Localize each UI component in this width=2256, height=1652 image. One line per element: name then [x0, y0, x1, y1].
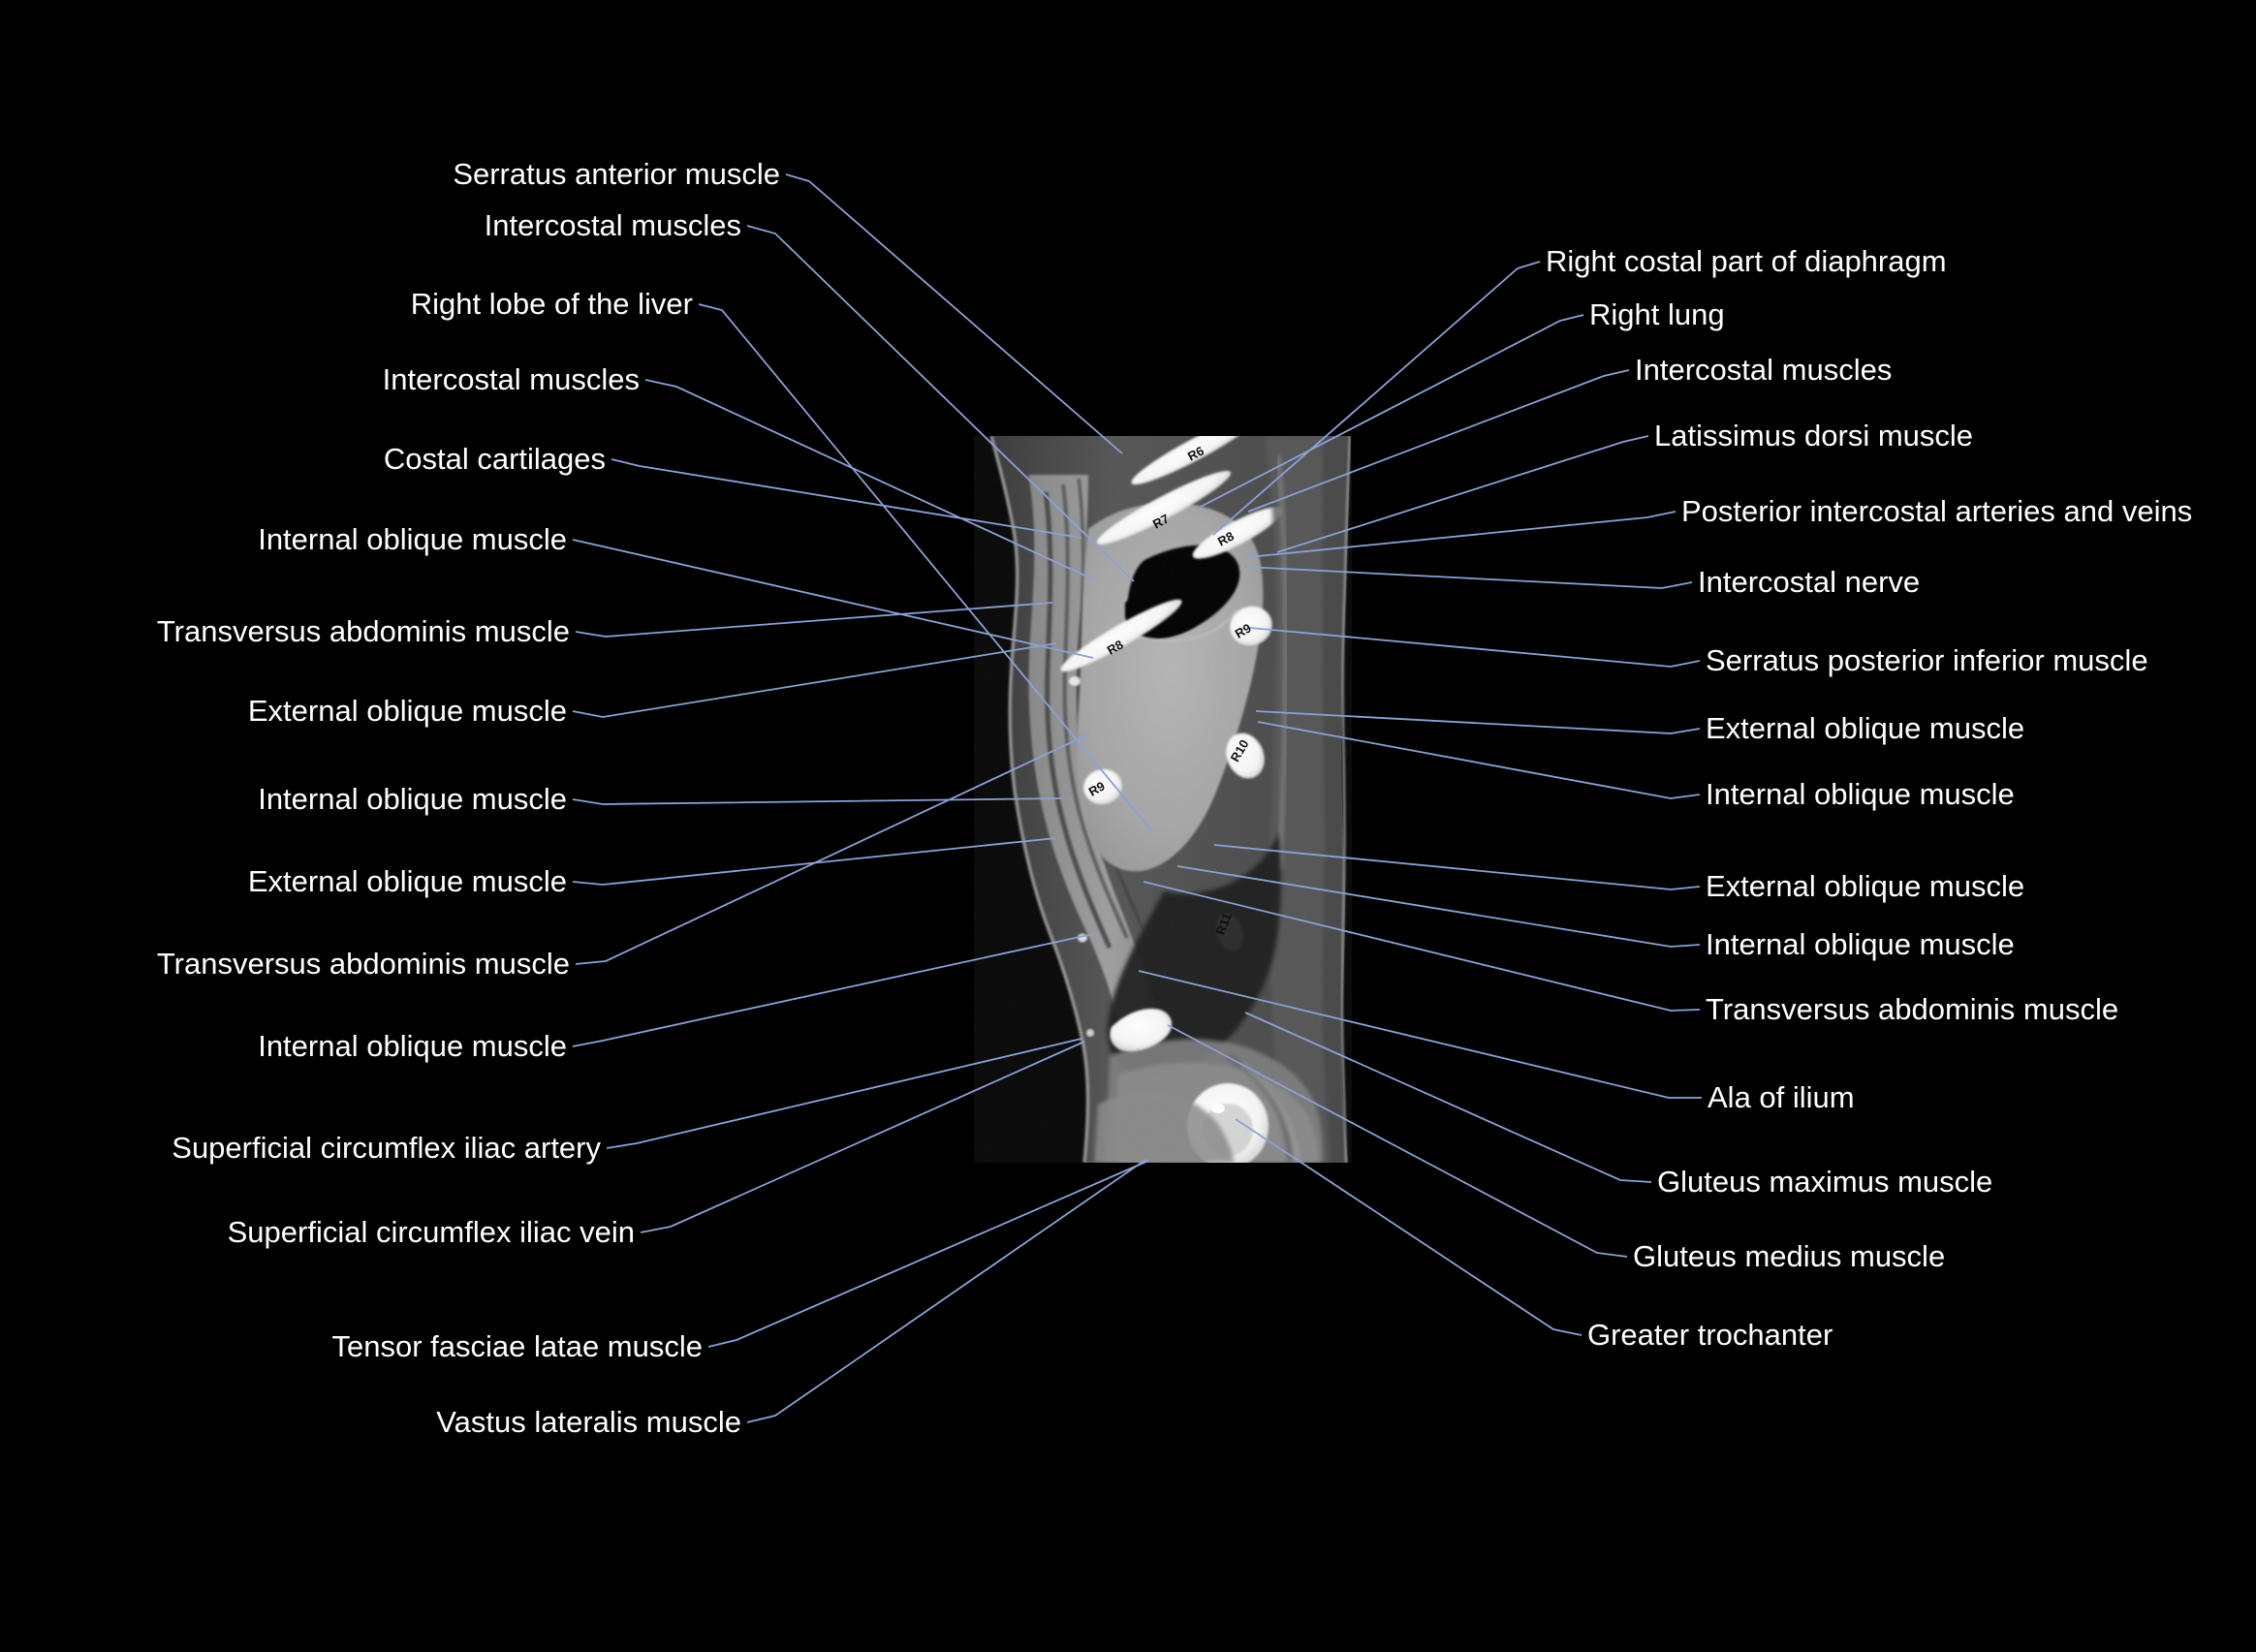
- label-right-costal-part-of-diaphragm: Right costal part of diaphragm: [1546, 244, 1947, 278]
- label-transversus-abdominis-muscle-r: Transversus abdominis muscle: [1706, 992, 2119, 1026]
- label-internal-oblique-muscle-l1: Internal oblique muscle: [258, 522, 567, 556]
- label-serratus-anterior-muscle: Serratus anterior muscle: [453, 157, 780, 191]
- label-gluteus-medius-muscle: Gluteus medius muscle: [1633, 1239, 1946, 1273]
- label-internal-oblique-muscle-l2: Internal oblique muscle: [258, 782, 567, 816]
- label-external-oblique-muscle-l1: External oblique muscle: [247, 694, 567, 728]
- label-internal-oblique-muscle-r2: Internal oblique muscle: [1706, 927, 2015, 961]
- leader-tensor-fasciae-latae-muscle: [707, 1160, 1149, 1348]
- label-posterior-intercostal-arteries-and-veins: Posterior intercostal arteries and veins: [1681, 494, 2193, 528]
- ct-noise-overlay: [974, 436, 1352, 1163]
- label-intercostal-muscles-1: Intercostal muscles: [484, 208, 741, 242]
- label-internal-oblique-muscle-r1: Internal oblique muscle: [1706, 777, 2015, 811]
- rib-tag-r9-4: R9: [1233, 620, 1254, 640]
- label-vastus-lateralis-muscle: Vastus lateralis muscle: [436, 1405, 741, 1439]
- label-transversus-abdominis-muscle-l2: Transversus abdominis muscle: [156, 947, 570, 981]
- label-internal-oblique-muscle-l3: Internal oblique muscle: [258, 1029, 567, 1063]
- label-greater-trochanter: Greater trochanter: [1587, 1318, 1833, 1352]
- label-external-oblique-muscle-r2: External oblique muscle: [1706, 869, 2025, 903]
- label-intercostal-nerve: Intercostal nerve: [1698, 565, 1921, 599]
- label-superficial-circumflex-iliac-artery: Superficial circumflex iliac artery: [172, 1131, 601, 1165]
- label-latissimus-dorsi-muscle: Latissimus dorsi muscle: [1654, 419, 1974, 452]
- label-superficial-circumflex-iliac-vein: Superficial circumflex iliac vein: [227, 1215, 635, 1249]
- leader-vastus-lateralis-muscle: [746, 1159, 1146, 1423]
- label-serratus-posterior-inferior-muscle: Serratus posterior inferior muscle: [1706, 643, 2148, 677]
- label-external-oblique-muscle-r1: External oblique muscle: [1706, 711, 2025, 745]
- rib-tag-r7-1: R7: [1150, 512, 1172, 532]
- label-transversus-abdominis-muscle-l1: Transversus abdominis muscle: [156, 614, 570, 648]
- label-gluteus-maximus-muscle: Gluteus maximus muscle: [1657, 1165, 1993, 1199]
- label-right-lung: Right lung: [1589, 297, 1725, 331]
- leader-serratus-anterior-muscle: [785, 173, 1123, 454]
- label-external-oblique-muscle-l2: External oblique muscle: [247, 864, 567, 898]
- label-ala-of-ilium: Ala of ilium: [1708, 1080, 1855, 1114]
- label-costal-cartilages: Costal cartilages: [383, 442, 606, 476]
- label-intercostal-muscles-2: Intercostal muscles: [382, 362, 640, 396]
- label-right-lobe-of-the-liver: Right lobe of the liver: [410, 287, 693, 321]
- label-intercostal-muscles-r1: Intercostal muscles: [1635, 353, 1893, 387]
- label-tensor-fasciae-latae-muscle: Tensor fasciae latae muscle: [331, 1329, 703, 1363]
